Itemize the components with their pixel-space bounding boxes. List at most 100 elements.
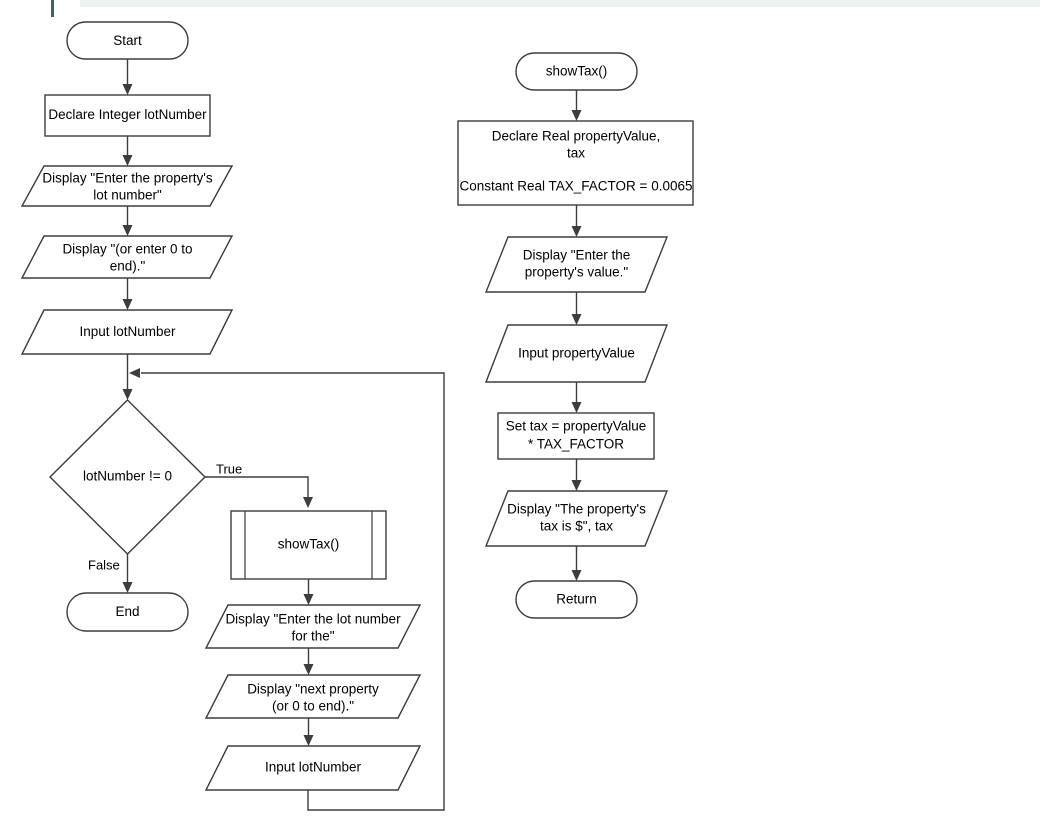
node-declare-real-line3: Constant Real TAX_FACTOR = 0.0065: [459, 179, 692, 194]
connector-showtax-to-display-next1: [303, 579, 314, 605]
node-call-showtax-label: showTax(): [278, 537, 340, 552]
connector-display-next1-to-next2: [303, 648, 314, 675]
node-display-tax-result[interactable]: Display "The property's tax is $", tax: [484, 490, 669, 547]
node-display-next-line2[interactable]: Display "next property (or 0 to end).": [204, 674, 422, 719]
node-display-or-zero[interactable]: Display "(or enter 0 to end).": [20, 235, 234, 279]
arrow-icon: [303, 497, 313, 508]
node-decision-lotnumber[interactable]: lotNumber != 0: [49, 399, 206, 555]
node-display-lot-prompt[interactable]: Display "Enter the property's lot number…: [20, 165, 234, 207]
arrow-icon: [571, 110, 582, 121]
node-display-property-value-line1: Display "Enter the: [523, 248, 631, 263]
connector-inputvalue-to-settax: [571, 382, 582, 413]
connector-loop-back: [129, 368, 445, 811]
arrow-icon: [122, 155, 133, 166]
node-end-label: End: [115, 604, 139, 619]
terminator-shape: [66, 592, 189, 632]
node-set-tax-line2: * TAX_FACTOR: [528, 437, 624, 452]
node-input-lotnumber-first[interactable]: Input lotNumber: [20, 309, 234, 355]
node-display-or-zero-line1: Display "(or enter 0 to: [62, 242, 192, 257]
node-display-next-line2-text2: (or 0 to end).": [272, 699, 354, 714]
connector-false-branch: [122, 554, 133, 593]
subroutine-shape: [230, 510, 387, 580]
connector-settax-to-displaytax: [571, 459, 582, 491]
io-shape: [204, 745, 422, 791]
arrow-icon: [122, 84, 133, 95]
connector-start-to-declare: [122, 59, 133, 95]
accent-bar: [51, 0, 54, 17]
node-display-property-value-line2: property's value.": [525, 265, 629, 280]
io-shape: [20, 309, 234, 355]
connector-displaytax-to-return: [571, 546, 582, 581]
node-display-next-line1[interactable]: Display "Enter the lot number for the": [204, 604, 422, 649]
connector-declarereal-to-displayvalue: [571, 205, 582, 237]
node-declare-integer-label: Declare Integer lotNumber: [48, 107, 207, 122]
node-display-property-value-prompt[interactable]: Display "Enter the property's value.": [484, 236, 669, 293]
connector-display-or0-to-input: [122, 278, 133, 310]
process-shape: [457, 120, 694, 206]
arrow-icon: [571, 480, 582, 491]
node-end[interactable]: End: [66, 592, 189, 632]
node-display-lot-prompt-line2: lot number": [93, 188, 162, 203]
process-shape: [497, 412, 655, 460]
top-band: [80, 0, 1040, 7]
node-input-property-value[interactable]: Input propertyValue: [484, 324, 669, 383]
node-display-lot-prompt-line1: Display "Enter the property's: [42, 171, 212, 186]
connector-display-lot-to-display-or0: [122, 206, 133, 236]
node-display-tax-result-line2: tax is $", tax: [540, 519, 613, 534]
node-showtax-start[interactable]: showTax(): [515, 52, 638, 91]
node-declare-integer[interactable]: Declare Integer lotNumber: [44, 94, 211, 137]
connector-declare-to-display-lot: [122, 136, 133, 166]
node-input-lotnumber-second-label: Input lotNumber: [265, 760, 362, 775]
node-declare-real-line1: Declare Real propertyValue,: [492, 129, 661, 144]
node-display-next-line2-text1: Display "next property: [247, 682, 379, 697]
node-declare-real[interactable]: Declare Real propertyValue, tax Constant…: [457, 120, 694, 206]
node-input-lotnumber-second[interactable]: Input lotNumber: [204, 745, 422, 791]
node-set-tax-line1: Set tax = propertyValue: [506, 419, 646, 434]
node-start[interactable]: Start: [66, 21, 189, 60]
showtax-module: showTax() Declare Real propertyValue, ta…: [457, 52, 694, 619]
arrow-icon: [571, 570, 582, 581]
io-shape: [484, 236, 669, 293]
connector-next2-to-input2: [303, 718, 314, 746]
node-set-tax[interactable]: Set tax = propertyValue * TAX_FACTOR: [497, 412, 655, 460]
node-return-label: Return: [556, 592, 597, 607]
io-shape: [484, 324, 669, 383]
node-display-next-line1-text2: for the": [291, 629, 334, 644]
node-return[interactable]: Return: [515, 580, 638, 619]
arrow-icon: [571, 402, 582, 413]
io-shape: [20, 235, 234, 279]
node-showtax-start-label: showTax(): [546, 64, 608, 79]
main-module: Start Declare Integer lotNumber Display …: [20, 21, 445, 811]
node-start-label: Start: [113, 33, 142, 48]
node-call-showtax[interactable]: showTax(): [230, 510, 387, 580]
node-input-lotnumber-first-label: Input lotNumber: [79, 324, 176, 339]
arrow-icon: [122, 225, 133, 236]
node-declare-real-line2: tax: [567, 146, 585, 161]
node-decision-label: lotNumber != 0: [83, 469, 172, 484]
node-display-next-line1-text1: Display "Enter the lot number: [225, 612, 401, 627]
io-shape: [204, 674, 422, 719]
terminator-shape: [515, 580, 638, 619]
arrow-icon: [122, 389, 133, 400]
arrow-icon: [571, 314, 582, 325]
arrow-icon: [303, 664, 314, 675]
arrow-icon: [303, 594, 314, 605]
arrow-icon: [122, 582, 133, 593]
node-display-tax-result-line1: Display "The property's: [507, 502, 646, 517]
io-shape: [484, 490, 669, 547]
connector-input-to-decision: [122, 354, 133, 400]
arrow-icon: [303, 735, 314, 746]
connector-showtaxstart-to-declare: [571, 90, 582, 121]
edge-label-true: True: [216, 461, 242, 476]
connector-true-branch: [205, 476, 313, 508]
node-input-property-value-label: Input propertyValue: [518, 346, 635, 361]
arrow-icon: [571, 226, 582, 237]
arrow-icon: [129, 368, 140, 378]
node-display-or-zero-line2: end).": [110, 259, 146, 274]
edge-label-false: False: [88, 557, 120, 572]
io-shape: [204, 604, 422, 649]
arrow-icon: [122, 299, 133, 310]
io-shape: [20, 165, 234, 207]
connector-displayvalue-to-inputvalue: [571, 292, 582, 325]
